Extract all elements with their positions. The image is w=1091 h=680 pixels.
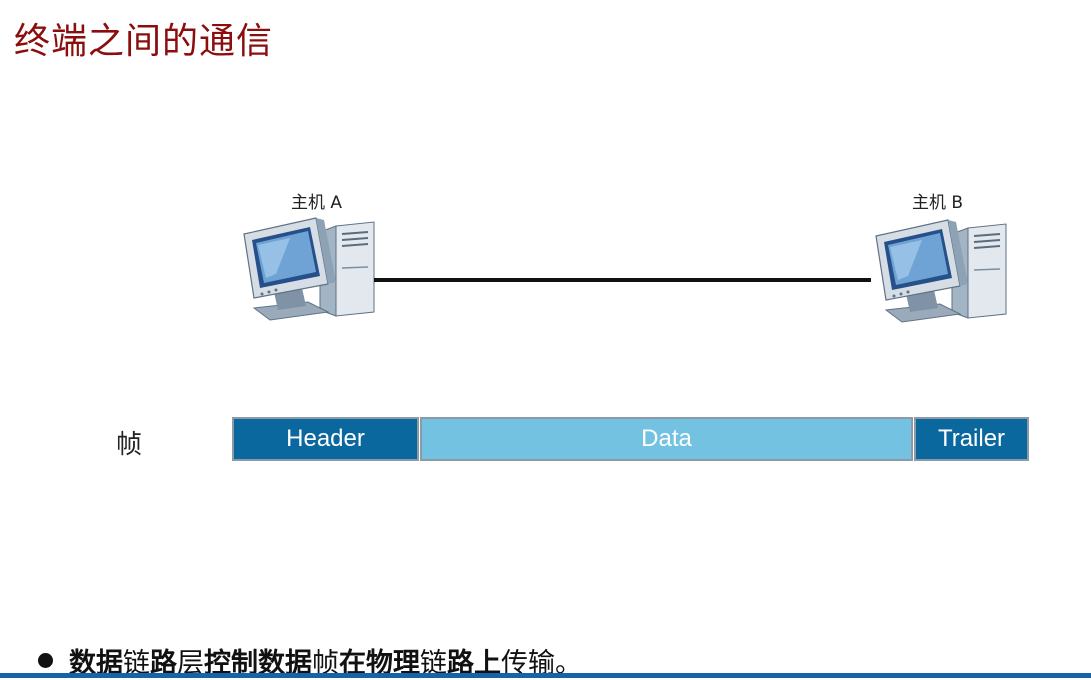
bullet-dot-icon — [38, 652, 53, 668]
frame-data-segment: Data — [420, 417, 913, 461]
physical-link-line — [374, 278, 871, 282]
frame-label: 帧 — [116, 430, 143, 460]
frame-header-segment: Header — [232, 417, 419, 461]
host-b-label: 主机 B — [912, 193, 964, 213]
frame-trailer-segment: Trailer — [914, 417, 1029, 461]
host-b-computer-icon — [868, 214, 1010, 329]
host-a-label: 主机 A — [291, 193, 343, 213]
host-a-computer-icon — [236, 212, 378, 327]
bottom-rule — [0, 673, 1091, 678]
slide-title: 终端之间的通信 — [14, 21, 274, 62]
